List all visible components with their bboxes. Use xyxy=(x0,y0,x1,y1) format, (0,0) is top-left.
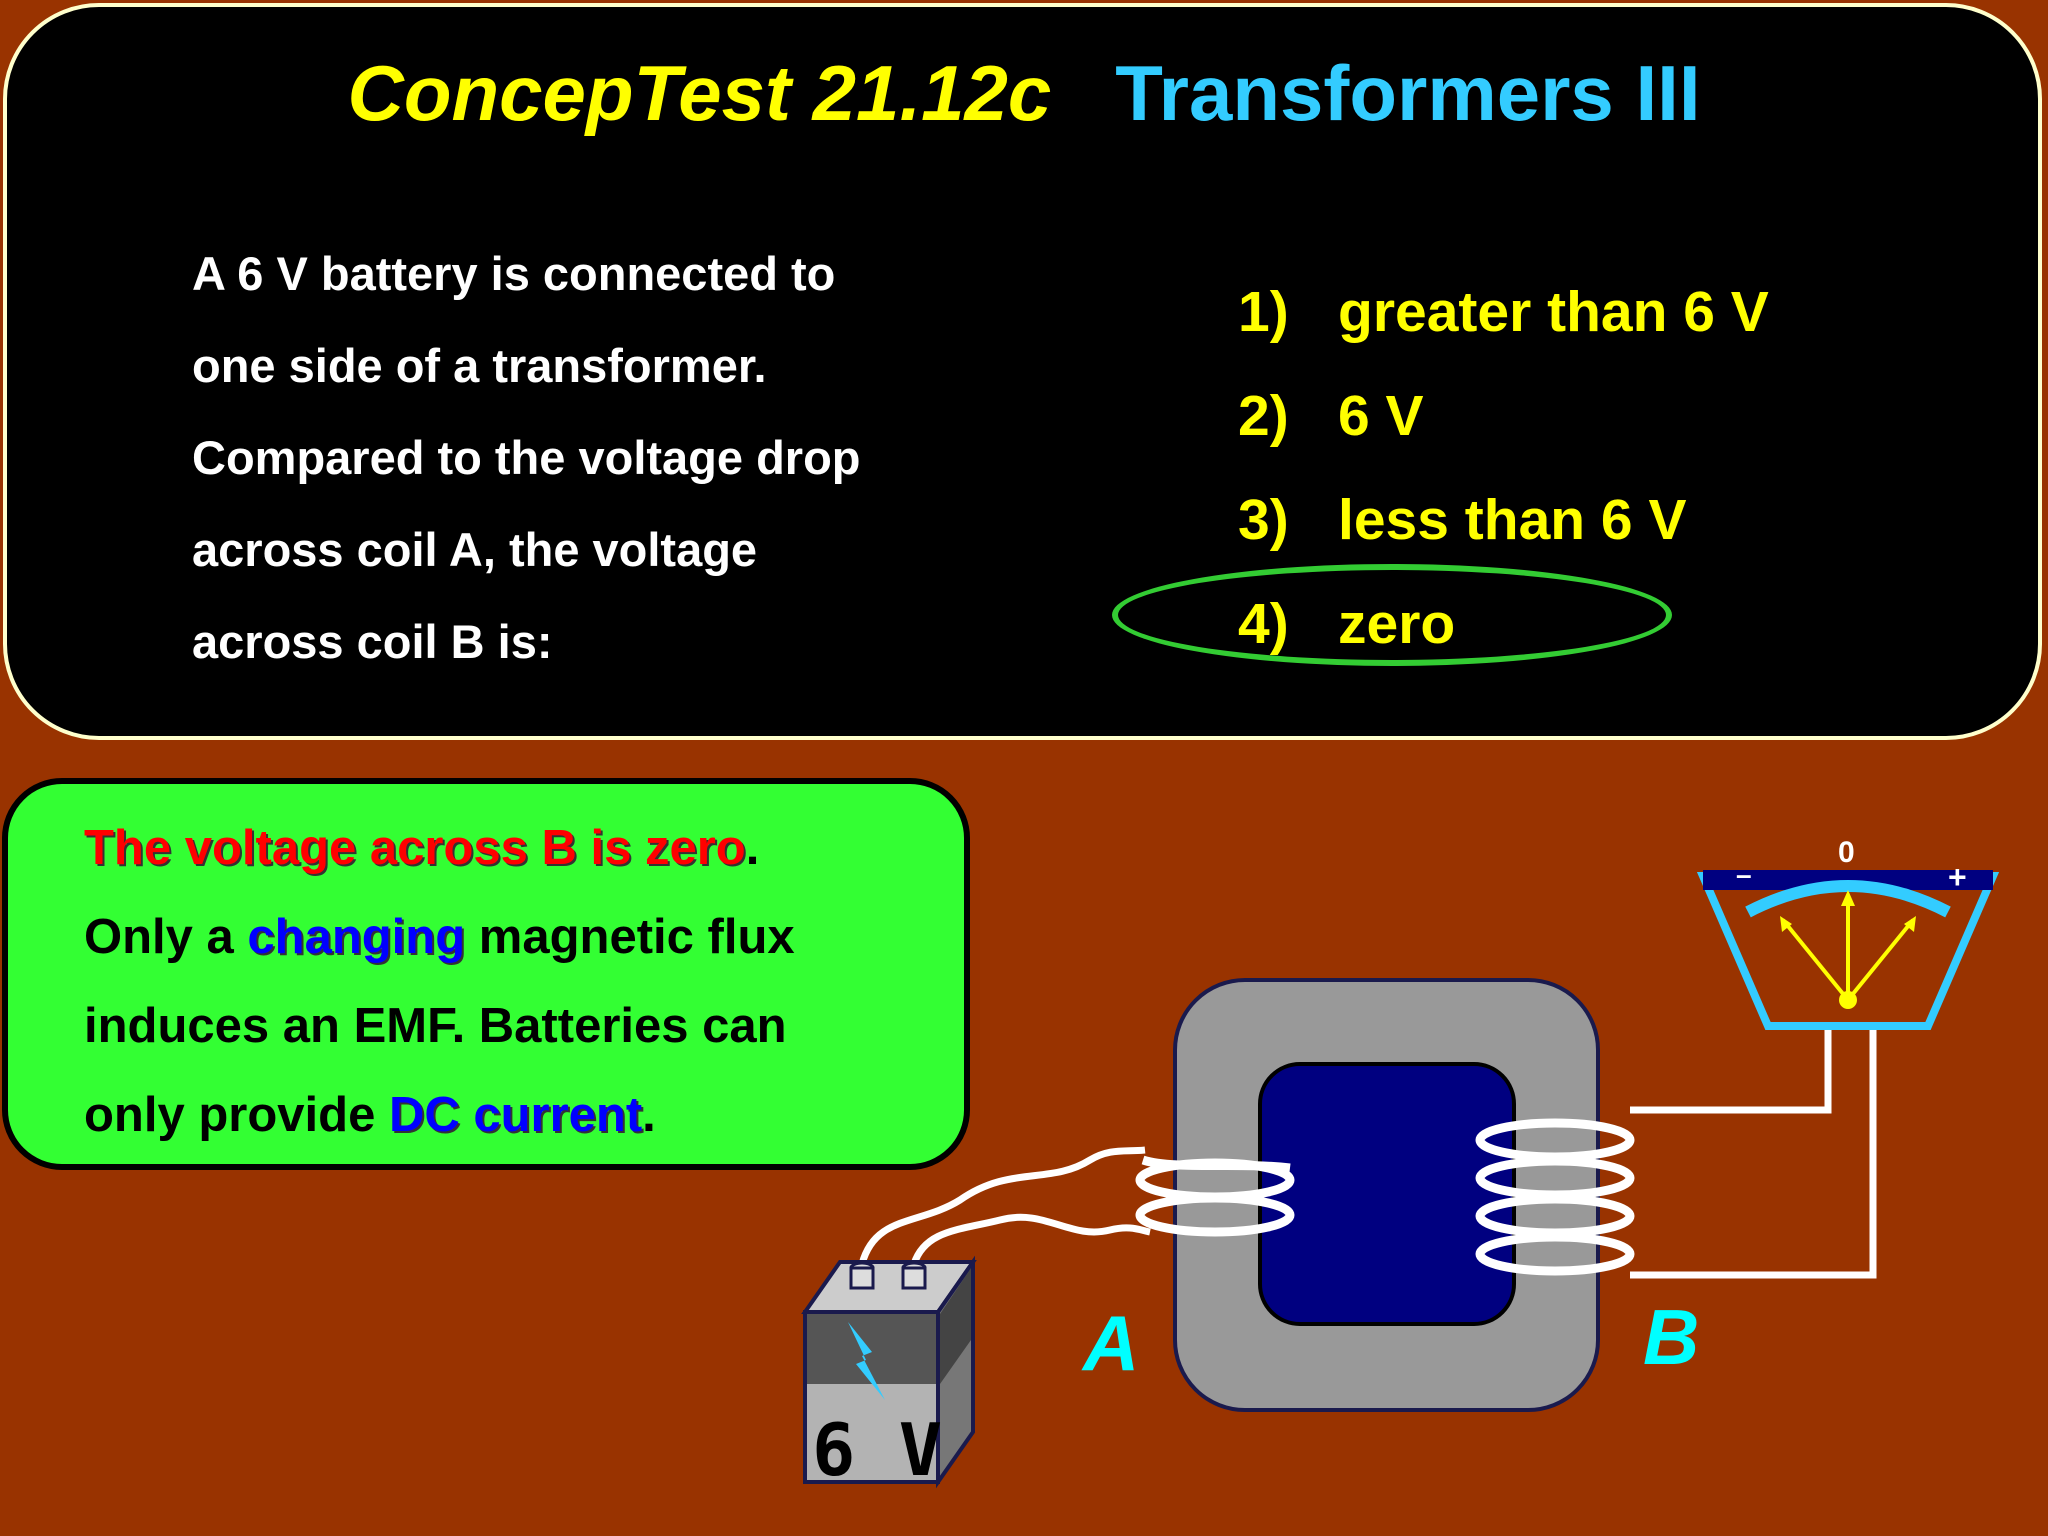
meter-minus: – xyxy=(1736,859,1752,890)
title-code: ConcepTest 21.12c xyxy=(347,49,1052,137)
coil-b-label: B xyxy=(1643,1293,1700,1381)
explanation-text: The voltage across B is zero. Only a cha… xyxy=(84,821,795,1142)
option-number: 3) xyxy=(1238,488,1289,552)
transformer-window xyxy=(1258,1062,1516,1326)
battery-label: 6 V xyxy=(812,1408,943,1492)
option-text: greater than 6 V xyxy=(1338,280,1769,344)
title-name: Transformers III xyxy=(1115,49,1701,137)
lightning-icon xyxy=(848,1322,885,1400)
coil-a xyxy=(1135,1155,1295,1237)
question-line: A 6 V battery is connected to xyxy=(192,247,836,300)
question-text: A 6 V battery is connected to one side o… xyxy=(192,228,992,688)
option-1: 1) greater than 6 V xyxy=(1238,266,1769,370)
battery xyxy=(801,1255,977,1489)
option-text: 6 V xyxy=(1338,384,1424,448)
wire-battery-a-1 xyxy=(858,1146,1146,1266)
wire-b-meter-1 xyxy=(1630,1030,1832,1114)
meter-plus: + xyxy=(1948,859,1967,895)
wire-battery-a-2 xyxy=(910,1213,1151,1266)
option-3: 3) less than 6 V xyxy=(1238,474,1769,578)
question-line: across coil B is: xyxy=(192,615,553,668)
option-number: 2) xyxy=(1238,384,1289,448)
question-line: one side of a transformer. xyxy=(192,339,767,392)
option-text: less than 6 V xyxy=(1338,488,1687,552)
question-line: Compared to the voltage drop xyxy=(192,431,861,484)
question-panel xyxy=(3,3,2042,740)
slide-title: ConcepTest 21.12c Transformers III xyxy=(0,48,2048,139)
explanation-highlight-dc: DC current xyxy=(388,1088,643,1142)
option-number: 1) xyxy=(1238,280,1289,344)
explanation-highlight-red: The voltage across B is zero xyxy=(84,821,746,875)
coil-b xyxy=(1475,1118,1635,1276)
explanation-box xyxy=(2,778,970,1170)
correct-answer-ring xyxy=(1112,564,1672,666)
coil-a-label: A xyxy=(1083,1299,1140,1387)
explanation-highlight-changing: changing xyxy=(247,910,466,964)
question-line: across coil A, the voltage xyxy=(192,523,758,576)
meter-zero: 0 xyxy=(1838,836,1855,869)
wire-b-meter-2 xyxy=(1630,1030,1877,1279)
voltmeter: – 0 + xyxy=(1696,836,2000,1030)
option-2: 2) 6 V xyxy=(1238,370,1769,474)
